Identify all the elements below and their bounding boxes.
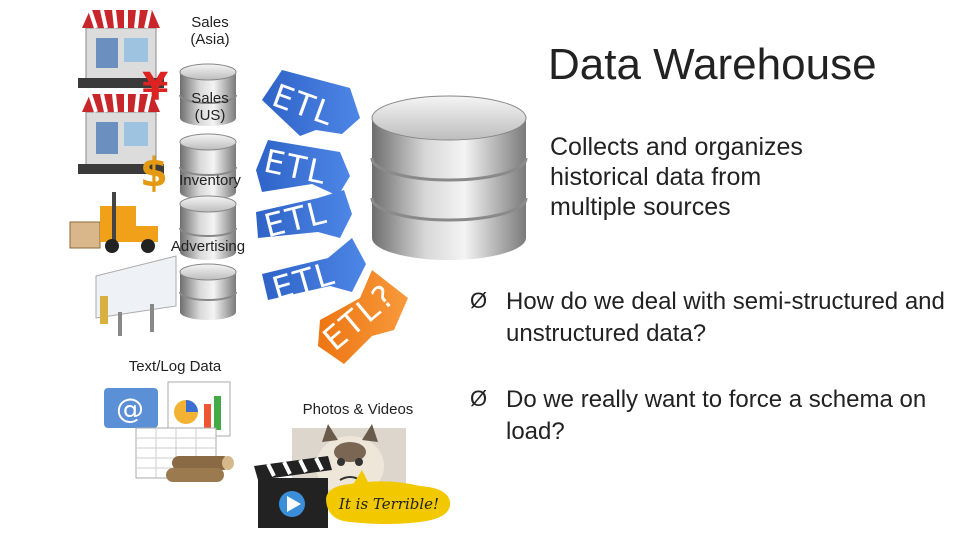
bullet-arrow-icon: Ø [470,386,488,411]
logs-icon [166,456,234,482]
etl-arrow-1 [262,70,360,136]
bullet-item: Ø How do we deal with semi-structured an… [470,286,946,351]
label-sales-asia: Sales (Asia) [190,14,230,49]
bullet-text: Do we really want to force a schema on l… [506,386,927,446]
bullet-item: Ø Do we really want to force a schema on… [470,384,946,449]
clapperboard-icon [254,456,332,528]
label-text-log: Text/Log Data [128,358,222,375]
source-db-inventory [179,133,237,200]
forklift-icon [69,192,158,253]
label-inventory: Inventory [179,172,241,189]
label-photos-videos: Photos & Videos [302,401,414,418]
page-title: Data Warehouse [548,40,877,89]
svg-text:@: @ [116,392,144,425]
store-icon [78,93,164,174]
email-icon: @ [104,388,158,428]
source-db-text-log [179,263,237,320]
etl-arrow-2 [256,140,350,196]
source-db-advertising [179,195,237,260]
etl-arrow-3 [256,190,352,238]
label-advertising: Advertising [170,238,246,255]
dollar-icon: $ [140,150,168,196]
etl-arrow-question [318,270,408,364]
label-sales-us: Sales (US) [191,90,229,125]
bullet-text: How do we deal with semi-structured and … [506,288,945,348]
warehouse-description: Collects and organizes historical data f… [550,133,803,221]
cat-caption: It is Terrible! [338,495,440,513]
etl-arrow-4 [262,238,366,300]
svg-text:$: $ [140,150,168,196]
store-icon [78,9,164,88]
billboard-icon [95,255,177,336]
chart-icon [167,381,231,437]
speech-bubble [326,470,451,524]
database-icon [370,95,528,260]
bullet-arrow-icon: Ø [470,288,488,313]
source-db-sales-asia [179,63,237,126]
